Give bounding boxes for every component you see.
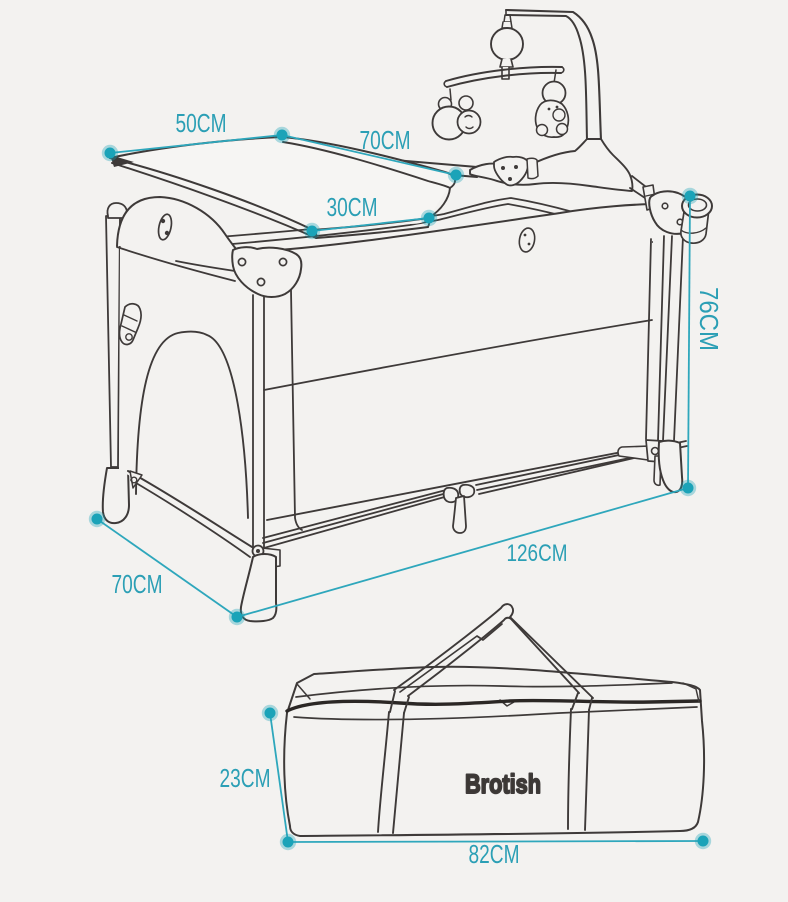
svg-text:70CM: 70CM xyxy=(360,125,411,155)
svg-text:50CM: 50CM xyxy=(176,108,227,138)
svg-text:70CM: 70CM xyxy=(112,569,163,599)
svg-text:82CM: 82CM xyxy=(469,839,520,869)
svg-text:30CM: 30CM xyxy=(327,192,378,222)
svg-text:76CM: 76CM xyxy=(694,287,724,351)
svg-text:126CM: 126CM xyxy=(507,540,568,567)
svg-text:Brotish: Brotish xyxy=(465,769,541,799)
svg-text:23CM: 23CM xyxy=(220,763,271,793)
